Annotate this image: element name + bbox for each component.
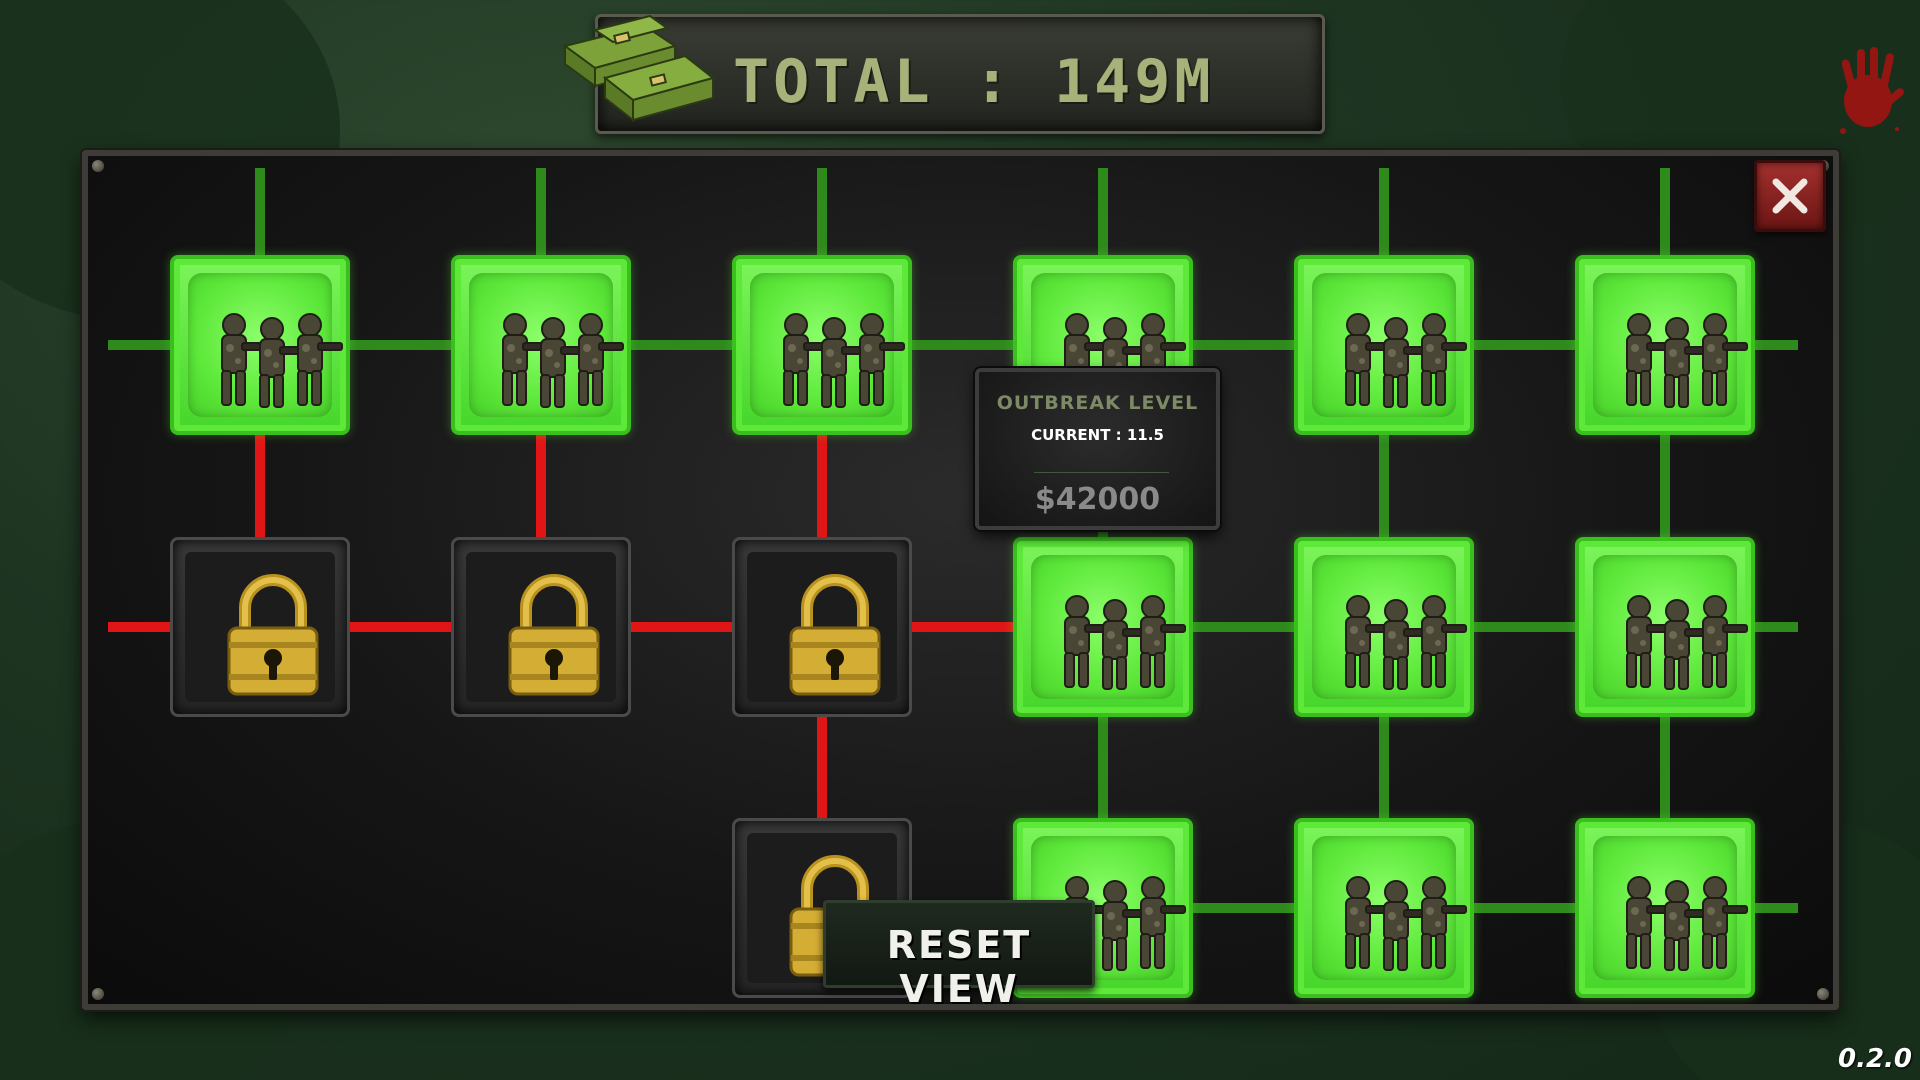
- tooltip-price: $42000: [1034, 482, 1161, 517]
- total-money-label: TOTAL : 149M: [733, 47, 1215, 117]
- rivet: [92, 988, 104, 1000]
- soldiers-icon: [1064, 595, 1186, 690]
- skill-node-locked[interactable]: [732, 537, 912, 717]
- skill-node-unlocked[interactable]: [170, 255, 350, 435]
- skill-node-unlocked[interactable]: [732, 255, 912, 435]
- outbreak-level-tooltip: OUTBREAK LEVEL CURRENT : 11.5 $42000: [975, 368, 1220, 530]
- skill-node-inner: [466, 552, 616, 702]
- skill-node-locked[interactable]: [170, 537, 350, 717]
- rivet: [92, 160, 104, 172]
- skill-node-unlocked[interactable]: [1294, 818, 1474, 998]
- skill-node-unlocked[interactable]: [1575, 255, 1755, 435]
- skill-node-inner: [1312, 273, 1467, 417]
- soldiers-icon: [783, 313, 905, 408]
- skill-node-inner: [1031, 555, 1186, 699]
- handprint-icon: [1840, 47, 1904, 134]
- lock-icon: [789, 574, 881, 696]
- reset-view-label: RESET VIEW: [886, 923, 1032, 1011]
- total-money-banner: TOTAL : 149M: [595, 14, 1904, 134]
- soldiers-icon: [1626, 595, 1748, 690]
- close-button[interactable]: [1754, 160, 1826, 232]
- soldiers-icon: [1345, 595, 1467, 690]
- skill-node-unlocked[interactable]: [1294, 537, 1474, 717]
- tooltip-current-level: CURRENT : 11.5: [1031, 426, 1164, 444]
- skill-node-unlocked[interactable]: [451, 255, 631, 435]
- skill-node-inner: [750, 273, 905, 417]
- soldiers-icon: [221, 313, 343, 408]
- skill-node-inner: [1593, 555, 1748, 699]
- skill-node-unlocked[interactable]: [1575, 818, 1755, 998]
- soldiers-icon: [1345, 313, 1467, 408]
- skill-node-inner: [747, 552, 897, 702]
- lock-icon: [227, 574, 319, 696]
- cash-stack-icon: [562, 14, 715, 123]
- version-label: 0.2.0: [1838, 1044, 1913, 1074]
- skill-node-unlocked[interactable]: [1575, 537, 1755, 717]
- skill-node-unlocked[interactable]: [1294, 255, 1474, 435]
- skill-node-unlocked[interactable]: [1013, 537, 1193, 717]
- soldiers-icon: [1345, 876, 1467, 971]
- skill-tree-panel[interactable]: [82, 150, 1839, 1010]
- close-icon: [1772, 178, 1808, 214]
- skill-node-inner: [1593, 273, 1748, 417]
- skill-node-inner: [185, 552, 335, 702]
- skill-node-inner: [1312, 555, 1467, 699]
- soldiers-icon: [1626, 313, 1748, 408]
- skill-node-inner: [1593, 836, 1748, 980]
- skill-node-inner: [188, 273, 343, 417]
- rivet: [1817, 988, 1829, 1000]
- skill-node-inner: [1312, 836, 1467, 980]
- soldiers-icon: [1626, 876, 1748, 971]
- tooltip-title: OUTBREAK LEVEL: [996, 392, 1199, 414]
- skill-node-locked[interactable]: [451, 537, 631, 717]
- soldiers-icon: [502, 313, 624, 408]
- lock-icon: [508, 574, 600, 696]
- tooltip-divider: [1034, 472, 1169, 473]
- reset-view-button[interactable]: RESET VIEW: [823, 900, 1095, 1011]
- skill-node-inner: [469, 273, 624, 417]
